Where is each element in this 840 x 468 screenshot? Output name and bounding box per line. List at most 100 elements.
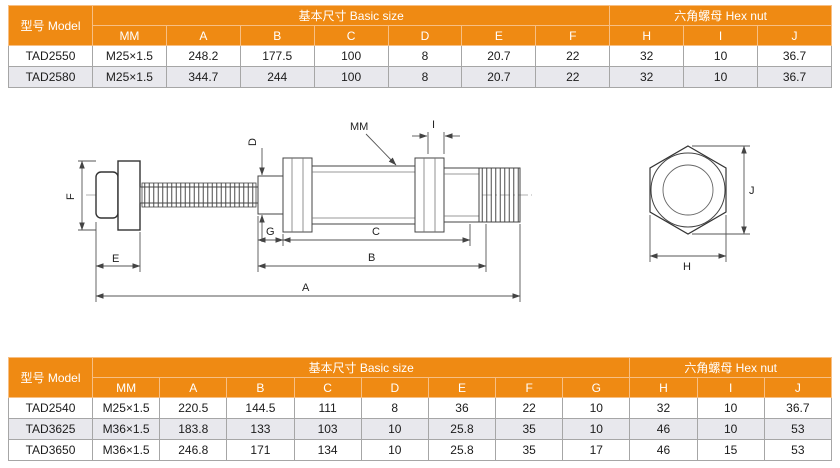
cell: 22 xyxy=(495,397,564,419)
cell: 171 xyxy=(226,439,295,461)
bottom-spec-table-wrap: 型号 Model 基本尺寸 Basic size 六角螺母 Hex nut MM… xyxy=(8,357,833,461)
cell: M25×1.5 xyxy=(92,45,167,67)
spring-section xyxy=(141,182,257,208)
top-col-f: F xyxy=(535,25,611,46)
cell: 244 xyxy=(239,66,315,88)
cell: 53 xyxy=(763,439,833,461)
bottom-basic-size-header: 基本尺寸 Basic size xyxy=(91,357,631,378)
model-cell: TAD3650 xyxy=(8,439,93,461)
cell: 246.8 xyxy=(159,439,228,461)
cell: 17 xyxy=(562,439,631,461)
cell: 100 xyxy=(313,45,389,67)
table-row: TAD2540 M25×1.5 220.5 144.5 111 8 36 22 … xyxy=(8,397,833,419)
front-collar xyxy=(257,175,284,215)
cell: 10 xyxy=(696,397,765,419)
top-col-i: I xyxy=(683,25,759,46)
cell: 10 xyxy=(562,418,631,440)
cell: 177.5 xyxy=(239,45,315,67)
cell: 20.7 xyxy=(461,66,537,88)
model-cell: TAD2580 xyxy=(8,66,93,88)
bottom-col-c: C xyxy=(293,377,362,398)
top-model-header: 型号 Model xyxy=(8,5,93,46)
bottom-col-i: I xyxy=(696,377,765,398)
cell: 46 xyxy=(629,418,698,440)
dim-label-g: G xyxy=(266,226,275,238)
dimension-lines xyxy=(78,132,521,302)
table-row: TAD3625 M36×1.5 183.8 133 103 10 25.8 35… xyxy=(8,418,833,440)
cell: 111 xyxy=(293,397,362,419)
cell: 8 xyxy=(360,397,429,419)
cell: 10 xyxy=(360,439,429,461)
bottom-col-b: B xyxy=(226,377,295,398)
bottom-col-j: J xyxy=(763,377,833,398)
model-cell: TAD2550 xyxy=(8,45,93,67)
model-cell: TAD2540 xyxy=(8,397,93,419)
cell: 20.7 xyxy=(461,45,537,67)
dim-label-mm: MM xyxy=(350,121,368,133)
cell: 134 xyxy=(293,439,362,461)
cell: 35 xyxy=(495,439,564,461)
table-row: TAD2580 M25×1.5 344.7 244 100 8 20.7 22 … xyxy=(8,66,832,88)
cell: 32 xyxy=(609,66,685,88)
hex-nut-inscribed-circle xyxy=(650,152,726,228)
cell: 10 xyxy=(683,45,759,67)
bottom-spec-table: 型号 Model 基本尺寸 Basic size 六角螺母 Hex nut MM… xyxy=(8,357,833,461)
cell: 183.8 xyxy=(159,418,228,440)
cell: M36×1.5 xyxy=(91,418,161,440)
cell: 100 xyxy=(313,66,389,88)
top-col-h: H xyxy=(609,25,685,46)
rear-thread-stub xyxy=(478,167,521,223)
dim-label-d: D xyxy=(247,138,259,146)
top-col-b: B xyxy=(239,25,315,46)
cell: 36.7 xyxy=(763,397,833,419)
cell: 32 xyxy=(609,45,685,67)
top-spec-table: 型号 Model 基本尺寸 Basic size 六角螺母 Hex nut MM… xyxy=(8,5,832,88)
technical-drawing: MM I D F E G C B A xyxy=(0,88,840,354)
bottom-col-h: H xyxy=(629,377,698,398)
cell: 36 xyxy=(427,397,497,419)
top-hex-nut-header: 六角螺母 Hex nut xyxy=(609,5,832,26)
cell: 10 xyxy=(696,418,765,440)
cell: 8 xyxy=(387,45,463,67)
top-col-j: J xyxy=(757,25,832,46)
cell: 35 xyxy=(495,418,564,440)
bottom-col-mm: MM xyxy=(91,377,161,398)
top-header-row-groups: 型号 Model 基本尺寸 Basic size 六角螺母 Hex nut xyxy=(8,5,832,46)
bottom-col-f: F xyxy=(495,377,564,398)
bottom-model-header: 型号 Model xyxy=(8,357,93,398)
cell: 15 xyxy=(696,439,765,461)
table-row: TAD2550 M25×1.5 248.2 177.5 100 8 20.7 2… xyxy=(8,45,832,67)
top-header-row-columns: MM A B C D E F H I J xyxy=(9,25,832,46)
cell: 10 xyxy=(562,397,631,419)
cell: M36×1.5 xyxy=(91,439,161,461)
dim-label-i: I xyxy=(432,119,435,131)
rear-section xyxy=(443,167,480,223)
cell: 53 xyxy=(763,418,833,440)
top-col-mm: MM xyxy=(92,25,167,46)
hex-nut-bore-circle xyxy=(662,164,714,216)
dim-label-b: B xyxy=(368,252,375,264)
cell: 10 xyxy=(683,66,759,88)
cell: 46 xyxy=(629,439,698,461)
cell: 36.7 xyxy=(757,66,832,88)
table-row: TAD3650 M36×1.5 246.8 171 134 10 25.8 35… xyxy=(8,439,833,461)
dim-label-e: E xyxy=(112,253,119,265)
bumper-cap-flange xyxy=(117,160,141,231)
cell: 25.8 xyxy=(427,418,497,440)
cell: 133 xyxy=(226,418,295,440)
dimension-labels: MM I D F E G C B A xyxy=(65,119,435,294)
technical-drawing-svg: MM I D F E G C B A xyxy=(65,119,755,302)
cell: 36.7 xyxy=(757,45,832,67)
cell: 220.5 xyxy=(159,397,228,419)
cell: 22 xyxy=(535,66,611,88)
dim-label-a: A xyxy=(302,282,310,294)
dim-label-j: J xyxy=(749,185,755,197)
top-col-a: A xyxy=(165,25,241,46)
cell: 10 xyxy=(360,418,429,440)
shock-absorber-side-view xyxy=(86,157,532,233)
bottom-col-e: E xyxy=(427,377,497,398)
cell: 144.5 xyxy=(226,397,295,419)
dim-label-f: F xyxy=(65,193,77,200)
dim-label-c: C xyxy=(372,226,380,238)
